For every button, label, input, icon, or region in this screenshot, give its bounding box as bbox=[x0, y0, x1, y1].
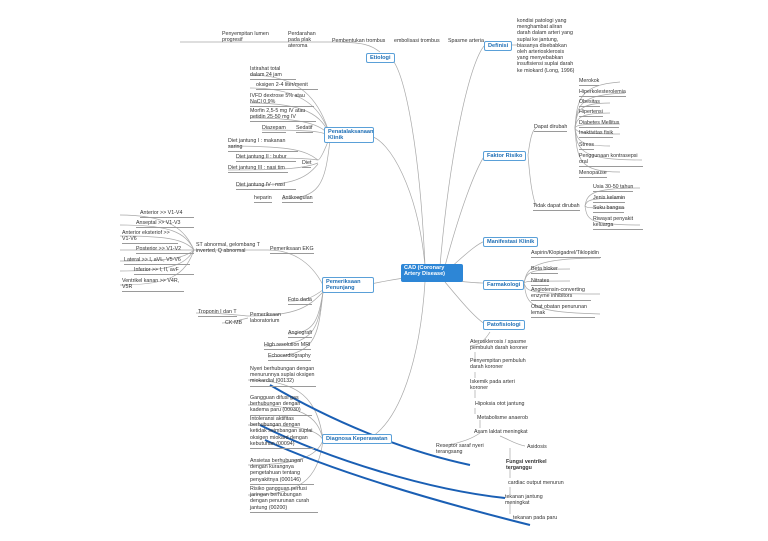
pk-diet4: Diet jantung IV : nasi bbox=[236, 182, 296, 191]
pp-lead-2: Anterior eksteriof >> V1-V6 bbox=[122, 230, 178, 245]
pk-diet3: Diet jantung III : nasi tim bbox=[228, 165, 288, 174]
pp-ekg: Pemeriksaan EKG bbox=[270, 246, 314, 255]
branch-definisi[interactable]: Definisi bbox=[484, 41, 513, 51]
pp-lead-5: Inferior >> I, II, avF bbox=[134, 267, 194, 276]
pk-istirahat: Istirahat total dalam 24 jam bbox=[250, 66, 296, 81]
pp-mri: High resolution MRI bbox=[264, 342, 311, 351]
pf-step-2: Iskemik pada arteri koroner bbox=[470, 379, 515, 392]
fm-4: Obat obatan penurunan lemak bbox=[531, 304, 595, 319]
mindmap-canvas: CAD (Coronary Artery Disease) Etiologi P… bbox=[119, 18, 643, 526]
fr-tidak: Tidak dapat dirubah bbox=[533, 203, 580, 212]
pf-step-4: Metabolisme anaerob bbox=[477, 415, 528, 421]
fr-dapat-6: Stress bbox=[579, 142, 595, 151]
pf-step-3: Hipoksia otot jantung bbox=[475, 401, 525, 407]
branch-farmakologi[interactable]: Farmakologi bbox=[483, 280, 525, 290]
pf-asidosis: Asidosis bbox=[527, 444, 547, 450]
pp-ckmb: CK-MB bbox=[225, 320, 243, 326]
pf-cardiac: cardiac output menurun bbox=[508, 480, 564, 486]
fr-tidak-2: Suku bangsa bbox=[593, 205, 624, 214]
pp-lead-4: Lateral >> I, aVL, V5-V6 bbox=[124, 257, 190, 266]
pf-fungsi: Fungsi ventrikel terganggu bbox=[506, 459, 547, 472]
dx-1: Nyeri berhubungan dengan menurunnya supl… bbox=[250, 366, 316, 387]
etiologi-spasme: Spasme arteria bbox=[448, 38, 484, 44]
pp-angiografi: Angiografi bbox=[288, 330, 312, 339]
pf-reseptor: Reseptor saraf nyeri terangsang bbox=[436, 443, 484, 456]
pf-step-5: Asam laktat meningkat bbox=[474, 429, 528, 435]
pf-step-0: Aterosklerosis / spasme pembuluh darah k… bbox=[470, 339, 528, 352]
fr-dapat-3: Hipertensi bbox=[579, 109, 603, 118]
etiologi-embolisasi: embolisasi trombus bbox=[394, 38, 440, 44]
fr-dapat-4: Diabetes Mellitus bbox=[579, 120, 620, 129]
pp-lab: Pemeriksaan laboratorium bbox=[250, 312, 281, 325]
dx-5: Risiko gangguan perfusi jaringan berhubu… bbox=[250, 486, 318, 513]
fr-dapat-7: Penggunaan kontrasepsi oral bbox=[579, 153, 643, 168]
pk-sedatif: Sedatif bbox=[296, 125, 313, 134]
pk-diet1: Diet jantung I : makanan saring bbox=[228, 138, 298, 153]
fm-3: Angiotensin-converting enzyme inhibitors bbox=[531, 287, 591, 302]
pk-antikoagulan: Antikoagulan bbox=[282, 195, 313, 204]
fm-0: Aspirin/Klopigadrel/Tiklopidin bbox=[531, 250, 601, 259]
dx-3: Intoleransi aktifitas berhubungan dengan… bbox=[250, 416, 314, 450]
branch-diagnosa[interactable]: Diagnosa Keperawatan bbox=[322, 434, 392, 444]
pk-morfin: Morfin 2,5-5 mg IV atau petidin 25-50 mg… bbox=[250, 108, 316, 123]
pp-foto: Foto dada bbox=[288, 297, 312, 306]
fr-dapat-8: Menopause bbox=[579, 170, 607, 179]
definisi-text: kondisi patologi yang menghambat aliran … bbox=[517, 18, 575, 74]
fr-dapat: Dapat dirubah bbox=[534, 124, 568, 133]
branch-patofisiologi[interactable]: Patofisiologi bbox=[483, 320, 525, 330]
etiologi-pembentukan: Pembentukan trombus bbox=[332, 38, 386, 44]
fr-dapat-0: Merokok bbox=[579, 78, 600, 87]
pp-troponin: Troponin I dan T bbox=[198, 309, 237, 318]
dx-4: Ansietas berhubungan dengan kurangnya pe… bbox=[250, 458, 314, 485]
pk-ivfd: IVFD dextrose 5% atau NaCl 0,9% bbox=[250, 93, 314, 108]
branch-manifestasi[interactable]: Manifestasi Klinik bbox=[483, 237, 539, 247]
branch-faktor-risiko[interactable]: Faktor Risiko bbox=[483, 151, 527, 161]
pk-diet: Diet bbox=[302, 160, 312, 169]
pp-st: ST abnormal, gelombang T inverted, Q abn… bbox=[196, 242, 260, 255]
etiologi-penyempitan: Penyempitan lumen progresif bbox=[222, 31, 269, 44]
pf-step-1: Penyempitan pembuluh darah koroner bbox=[470, 358, 526, 371]
pp-lead-0: Anterior >> V1-V4 bbox=[140, 210, 194, 219]
pp-echo: Echocardiography bbox=[268, 353, 311, 362]
etiologi-perdarahan: Perdarahan pada plak ateroma bbox=[288, 31, 316, 50]
pf-paru: tekanan pada paru bbox=[513, 515, 558, 521]
pk-diet2: Diet jantung II : bubur bbox=[236, 154, 296, 163]
fm-2: Nitrates bbox=[531, 278, 550, 287]
pp-lead-3: Posterior >> V1-V2 bbox=[136, 246, 194, 255]
fr-tidak-3: Riwayat penyakit keluarga bbox=[593, 216, 643, 231]
branch-etiologi[interactable]: Etiologi bbox=[366, 53, 395, 63]
connector-lines bbox=[119, 41, 643, 526]
fr-dapat-2: Obesitas bbox=[579, 99, 600, 108]
fr-tidak-0: Usia 30-50 tahun bbox=[593, 184, 634, 193]
fm-1: Beta bloker bbox=[531, 266, 558, 275]
pp-lead-6: Ventrikel kanan >> V4R, V5R bbox=[122, 278, 184, 293]
pp-lead-1: Anseptal >> V1-V3 bbox=[136, 220, 194, 229]
pf-tekanan: tekanan jantung meningkat bbox=[505, 494, 543, 507]
pk-oksigen: oksigen 2-4 liter/menit bbox=[256, 82, 318, 91]
root-node[interactable]: CAD (Coronary Artery Disease) bbox=[401, 264, 463, 282]
pk-diazepam: Diazepam bbox=[262, 125, 286, 134]
pk-heparin: heparin bbox=[254, 195, 272, 204]
branch-penatalaksanaan[interactable]: Penatalaksanaan Klinik bbox=[324, 127, 374, 143]
fr-dapat-1: Hiperkolesterolemia bbox=[579, 89, 626, 98]
dx-2: Gangguan difusi gas berhubungan dengan k… bbox=[250, 395, 312, 416]
fr-tidak-1: Jenis kelamin bbox=[593, 195, 626, 204]
fr-dapat-5: Inaktivitas fisik bbox=[579, 130, 614, 139]
branch-pemeriksaan-penunjang[interactable]: Pemeriksaan Penunjang bbox=[322, 277, 374, 293]
